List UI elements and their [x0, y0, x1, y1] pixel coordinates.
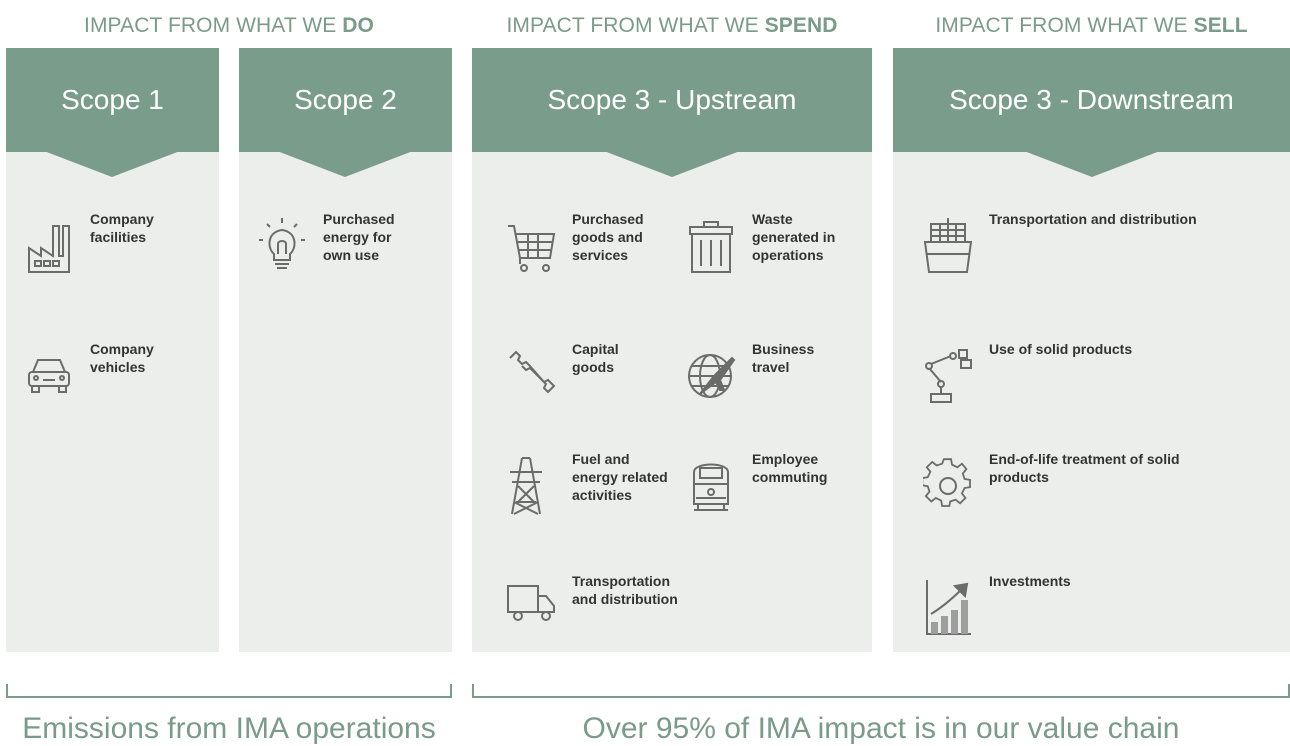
operations-caption: Emissions from IMA operations	[22, 712, 436, 745]
label-business-travel: Business travel	[752, 341, 815, 375]
label-transportation-upstream: Transportation and distribution	[572, 573, 678, 607]
item-business-travel: Business travel	[686, 341, 814, 406]
trash-bin-icon	[686, 216, 736, 276]
item-fuel-energy: Fuel and energy related activities	[506, 451, 668, 516]
robot-arm-icon	[923, 346, 973, 406]
scope-3-upstream-column: Scope 3 - Upstream Purchased goods and s…	[472, 48, 872, 652]
scope-3-downstream-column: Scope 3 - Downstream Transportation and …	[893, 48, 1290, 652]
factory-icon	[24, 216, 74, 276]
item-capital-goods: Capital goods	[506, 341, 619, 406]
train-icon	[686, 456, 736, 516]
growth-chart-icon	[923, 578, 973, 638]
scope-2-column: Scope 2 Purchased energy for own use	[239, 48, 452, 652]
item-use-of-solid-products: Use of solid products	[923, 341, 1132, 406]
label-company-vehicles: Company vehicles	[90, 341, 154, 375]
wrench-icon	[506, 346, 556, 406]
item-company-vehicles: Company vehicles	[24, 341, 154, 406]
lightbulb-icon	[257, 216, 307, 276]
truck-icon	[506, 578, 556, 638]
heading-spend: IMPACT FROM WHAT WE SPEND	[506, 14, 838, 37]
car-icon	[24, 346, 74, 406]
scope-3-downstream-title: Scope 3 - Downstream	[893, 48, 1290, 152]
scope-1-title: Scope 1	[6, 48, 219, 152]
ship-icon	[923, 216, 973, 276]
scope-3-downstream-notch	[1024, 151, 1160, 177]
label-end-of-life: End-of-life treatment of solid products	[989, 451, 1180, 485]
item-end-of-life: End-of-life treatment of solid products	[923, 451, 1180, 516]
label-use-of-solid-products: Use of solid products	[989, 341, 1133, 357]
scope-1-column: Scope 1 Company facilities Company vehic…	[6, 48, 219, 652]
scope-3-upstream-notch	[604, 151, 740, 177]
item-purchased-goods: Purchased goods and services	[506, 211, 644, 276]
label-company-facilities: Company facilities	[90, 211, 154, 245]
item-waste: Waste generated in operations	[686, 211, 835, 276]
label-fuel-energy: Fuel and energy related activities	[572, 451, 668, 503]
label-investments: Investments	[989, 573, 1071, 589]
label-transportation-downstream: Transportation and distribution	[989, 211, 1197, 227]
item-employee-commuting: Employee commuting	[686, 451, 827, 516]
scope-2-title: Scope 2	[239, 48, 452, 152]
value-chain-bracket	[472, 684, 1290, 698]
label-purchased-energy: Purchased energy for own use	[323, 211, 395, 263]
value-chain-caption: Over 95% of IMA impact is in our value c…	[582, 712, 1180, 745]
heading-do: IMPACT FROM WHAT WE DO	[84, 14, 374, 37]
label-employee-commuting: Employee commuting	[752, 451, 828, 485]
item-company-facilities: Company facilities	[24, 211, 154, 276]
item-investments: Investments	[923, 573, 1071, 638]
shopping-cart-icon	[506, 216, 556, 276]
scope-2-notch	[277, 151, 413, 177]
operations-bracket	[6, 684, 452, 698]
gear-icon	[923, 456, 973, 516]
label-purchased-goods: Purchased goods and services	[572, 211, 644, 263]
globe-plane-icon	[686, 346, 736, 406]
label-waste: Waste generated in operations	[752, 211, 836, 263]
label-capital-goods: Capital goods	[572, 341, 619, 375]
item-transportation-upstream: Transportation and distribution	[506, 573, 678, 638]
power-tower-icon	[506, 456, 556, 516]
scope-1-notch	[44, 151, 180, 177]
scope-3-upstream-title: Scope 3 - Upstream	[472, 48, 872, 152]
item-transportation-downstream: Transportation and distribution	[923, 211, 1197, 276]
heading-sell: IMPACT FROM WHAT WE SELL	[935, 14, 1248, 37]
item-purchased-energy: Purchased energy for own use	[257, 211, 395, 276]
